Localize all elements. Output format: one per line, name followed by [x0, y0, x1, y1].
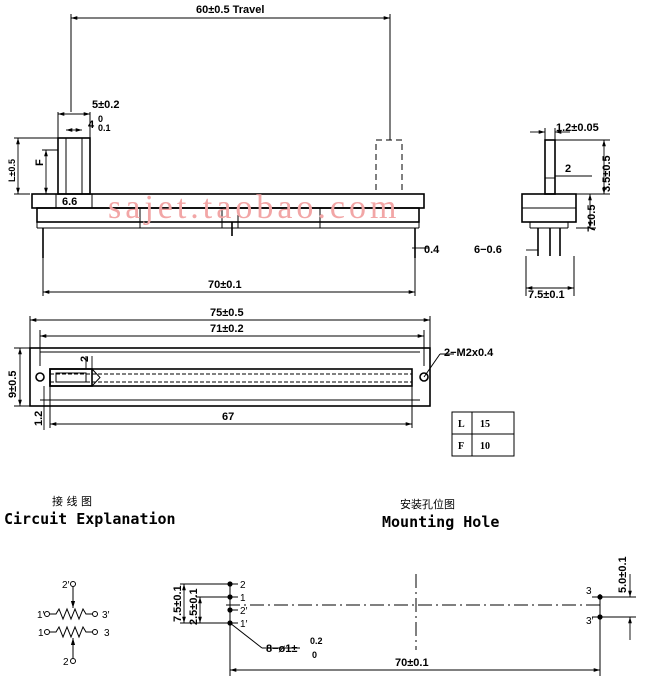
pin-1-label: 1 [38, 628, 44, 639]
shaft-height-dimension: 3.5±0.5 [601, 155, 613, 192]
mount-thread-dimension: 2−M2x0.4 [444, 347, 494, 359]
slot-length-dimension: 67 [222, 411, 234, 423]
body-height-dimension: 7±0.5 [586, 205, 598, 232]
shaft-width-dimension: 1.2±0.05 [556, 122, 599, 134]
pin-step-dimension: 2.5±0.1 [188, 588, 200, 625]
knob-width-dimension: 5±0.2 [92, 99, 119, 111]
pin-row-dimension: 7.5±0.1 [172, 585, 184, 622]
mounting-title-en: Mounting Hole [382, 513, 499, 531]
edge-offset-dimension: 1.2 [33, 411, 45, 426]
offset-dimension: 6.6 [62, 196, 77, 208]
l-dimension: L±0.5 [7, 159, 17, 182]
spec-key-l: L [458, 419, 465, 430]
right-pin-dimension: 5.0±0.1 [617, 556, 629, 593]
mount-pin-2: 2 [240, 580, 246, 591]
knob-slot-tol-up: 0 [98, 114, 103, 124]
pin-3p-label: 3′ [102, 610, 110, 621]
circuit-title-en: Circuit Explanation [4, 510, 176, 528]
knob-slot-dimension: 4 [88, 119, 95, 131]
pin-spacing-dimension: 7.5±0.1 [528, 289, 565, 301]
mount-hole-span-dimension: 71±0.2 [210, 323, 244, 335]
hole-tol-up: 0.2 [310, 636, 323, 646]
slot-gap-dimension: 2 [79, 356, 91, 362]
mount-pin-1: 1 [240, 593, 246, 604]
spec-value-l: 15 [480, 419, 490, 430]
mounting-title-cn: 安装孔位图 [400, 497, 455, 511]
shaft-step-dimension: 2 [565, 163, 571, 175]
watermark: sajet.taobao.com [108, 189, 400, 226]
hole-diameter-dimension: 8−ø1± [266, 643, 297, 655]
f-dimension: F [34, 159, 46, 166]
terminal-thickness-dimension: 0.4 [424, 244, 440, 256]
overall-length-dimension: 75±0.5 [210, 307, 244, 319]
mounting-hole-diagram: 安装孔位图 Mounting Hole 2 1 2′ 1′ 7.5±0.1 2.… [172, 497, 636, 676]
side-view: 60±0.5 Travel 5±0.2 4 0 0.1 L±0.5 F 6.6 [7, 4, 440, 296]
travel-dimension: 60±0.5 Travel [196, 4, 264, 16]
circuit-title-cn: 接 线 图 [52, 494, 92, 508]
mount-pin-2p: 2′ [240, 606, 248, 617]
end-view: 1.2±0.05 2 3.5±0.5 7±0.5 6−0.6 7.5±0.1 [474, 122, 613, 301]
top-view: 75±0.5 71±0.2 2−M2x0.4 2 9±0.5 1.2 [7, 307, 494, 430]
mount-pin-1p: 1′ [240, 619, 248, 630]
width-dimension: 9±0.5 [7, 371, 19, 398]
spec-table: L 15 F 10 [451, 411, 515, 457]
spec-key-f: F [458, 441, 464, 452]
spec-value-f: 10 [480, 441, 490, 452]
pin-3-label: 3 [104, 628, 110, 639]
pin-2-label: 2 [63, 657, 69, 668]
mount-span-dimension: 70±0.1 [395, 657, 429, 669]
pin-offset-dimension: 6−0.6 [474, 244, 502, 256]
mount-pin-3: 3 [586, 586, 592, 597]
circuit-diagram: 接 线 图 Circuit Explanation 2′ 1′ 3′ 1 3 2 [4, 494, 176, 668]
pin-1p-label: 1′ [37, 610, 45, 621]
knob-slot-tol-dn: 0.1 [98, 123, 111, 133]
pin-2p-label: 2′ [62, 580, 70, 591]
mount-pin-3p: 3′ [586, 616, 594, 627]
hole-tol-dn: 0 [312, 650, 317, 660]
terminal-pitch-dimension: 70±0.1 [208, 279, 242, 291]
